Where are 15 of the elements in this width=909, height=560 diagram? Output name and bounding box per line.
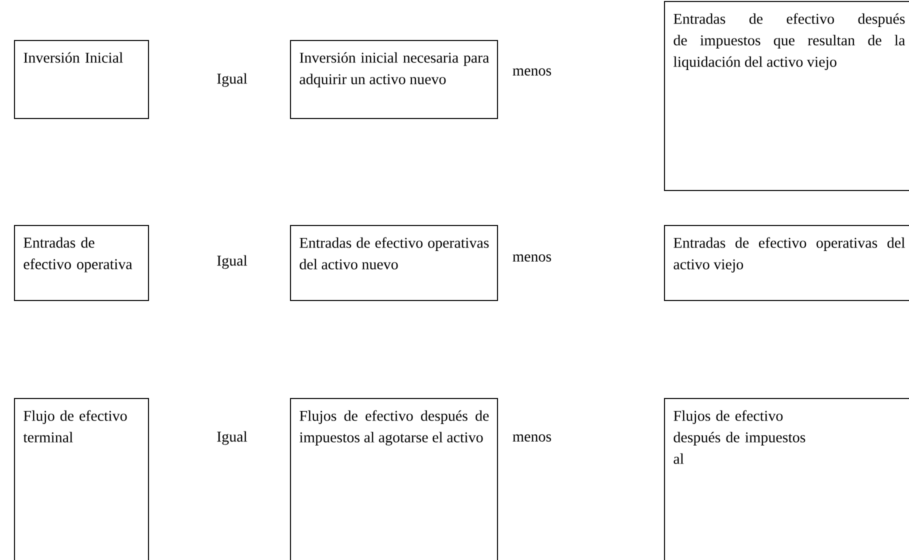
text-box: Flujos de efectivo después de impuestos al xyxy=(664,398,909,560)
operator-label: Igual xyxy=(217,255,248,269)
operator-label: Igual xyxy=(217,73,248,87)
operator-label: menos xyxy=(512,68,552,76)
text-box: Entradas de efectivo después de impuestos que resultan de la liquidación del activo viejo xyxy=(664,1,909,191)
text-box: Flujo de efectivo terminal xyxy=(14,398,149,560)
operator-label: Igual xyxy=(217,431,248,445)
operator-label: menos xyxy=(512,434,552,442)
operator-label: menos xyxy=(512,254,552,262)
text-box: Flujos de efectivo después de impuestos al agotarse el activo xyxy=(290,398,498,560)
text-box: Inversión Inicial xyxy=(14,40,149,119)
text-box: Entradas de efectivo operativas del activo nuevo xyxy=(290,225,498,301)
text-box: Entradas de efectivo operativas del activo viejo xyxy=(664,225,909,301)
text-box: Entradas de efectivo operativa xyxy=(14,225,149,301)
text-box: Inversión inicial necesaria para adquirir un activo nuevo xyxy=(290,40,498,119)
